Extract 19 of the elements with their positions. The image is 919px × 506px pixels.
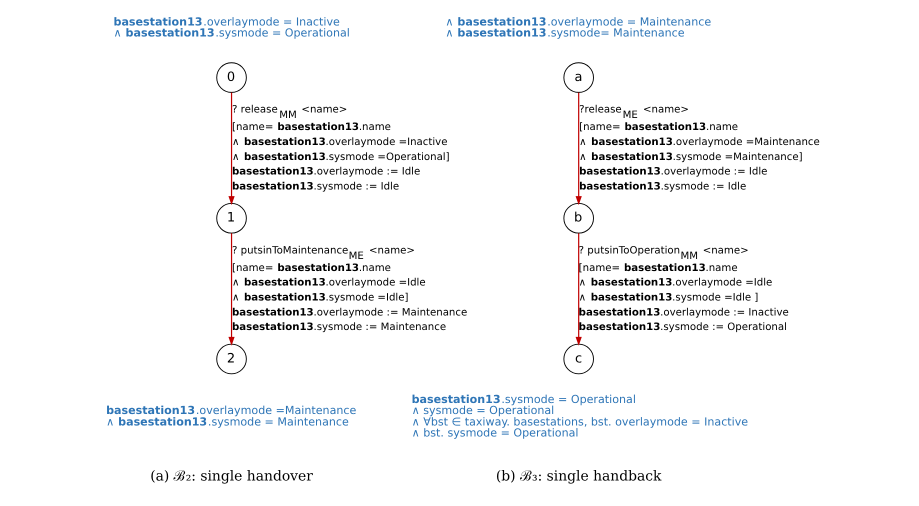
node-circle: 2 <box>216 344 247 374</box>
node-circle: c <box>563 344 594 374</box>
node-circle: b <box>563 203 594 234</box>
arrow <box>228 233 235 346</box>
arrow <box>228 92 235 206</box>
node-label: basestation13.overlaymode =Maintenance <box>106 404 356 418</box>
arrow <box>576 92 582 206</box>
arrow <box>576 233 582 346</box>
node-circle: 1 <box>216 203 247 234</box>
node-label: ∧ ∀bst ∈ taxiway. basestations, bst. overlaymode = Inactive <box>412 415 748 428</box>
node-label: basestation13.sysmode = Operational <box>412 393 636 406</box>
node-label: ∧ basestation13.overlaymode = Maintenance <box>445 15 712 28</box>
node-label: basestation13.overlaymode = Inactive <box>114 15 340 28</box>
node-circle: 0 <box>216 62 247 93</box>
node-label: ∧ sysmode = Operational <box>412 404 554 418</box>
label: (a) ℬ₂: single handover <box>150 468 313 485</box>
node-label: ∧ basestation13.sysmode = Maintenance <box>106 415 349 428</box>
node-circle: a <box>563 62 594 93</box>
label: (b) ℬ₃: single handback <box>496 468 662 485</box>
